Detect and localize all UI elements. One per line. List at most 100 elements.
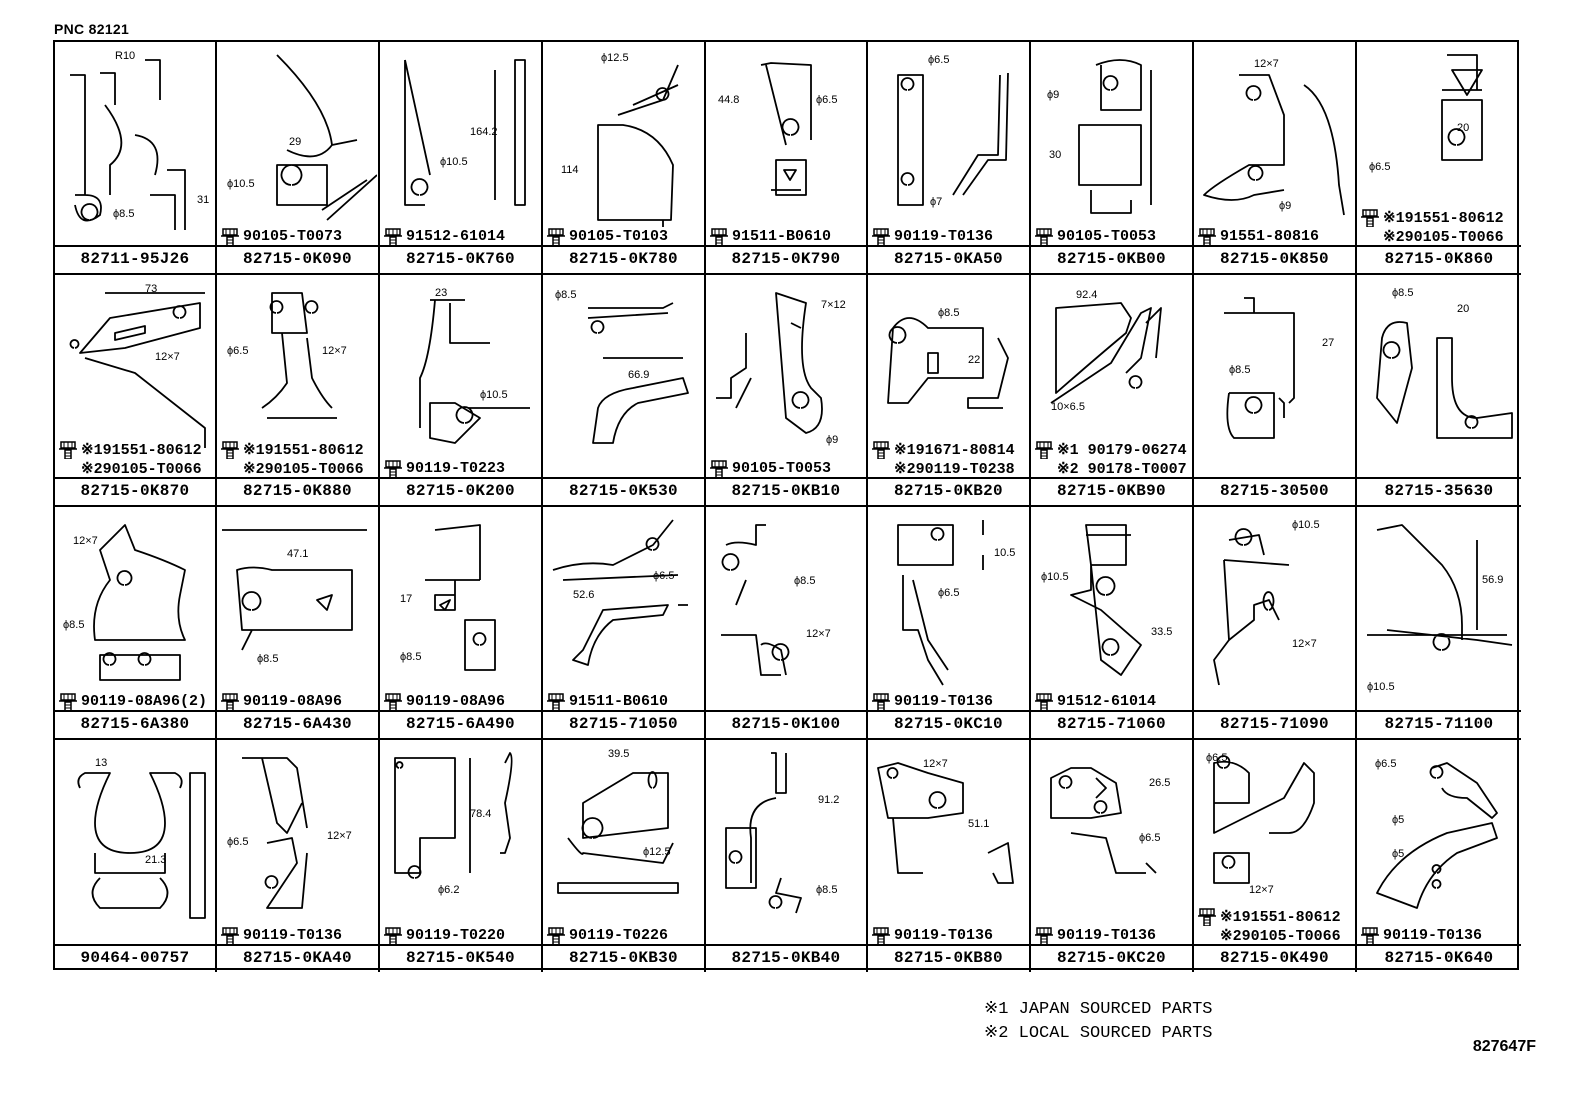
bolt-item[interactable]: 90105-T0073 xyxy=(221,227,378,246)
part-number[interactable]: 82715-71090 xyxy=(1194,710,1355,738)
part-number[interactable]: 82715-0KB20 xyxy=(868,477,1029,505)
bolt-item[interactable]: 90105-T0053 xyxy=(710,459,866,478)
part-number[interactable]: 82715-35630 xyxy=(1357,477,1521,505)
part-number[interactable]: 82715-0K540 xyxy=(380,944,541,972)
bolt-item[interactable]: 90119-T0226 xyxy=(547,926,704,945)
bolt-item[interactable]: 90105-T0103 xyxy=(547,227,704,246)
bolt-item[interactable]: 91511-B0610 xyxy=(547,692,704,711)
part-number[interactable]: 82715-0K200 xyxy=(380,477,541,505)
bolt-item[interactable]: ※290105-T0066 xyxy=(59,459,215,478)
bolt-item[interactable]: ※191671-80814 xyxy=(872,440,1029,459)
bolt-item[interactable]: 90119-T0136 xyxy=(221,926,378,945)
part-number[interactable]: 82715-0K850 xyxy=(1194,245,1355,273)
part-number[interactable]: 82715-0K760 xyxy=(380,245,541,273)
bolt-item[interactable]: 90119-T0136 xyxy=(872,227,1029,246)
bolt-item[interactable]: ※191551-80612 xyxy=(221,440,378,459)
bolt-item[interactable]: 90119-T0136 xyxy=(1035,926,1192,945)
part-number[interactable]: 82715-0K090 xyxy=(217,245,378,273)
part-number[interactable]: 82715-0K790 xyxy=(706,245,866,273)
bolt-item[interactable]: 91512-61014 xyxy=(384,227,541,246)
bolt-item[interactable]: ※1 90179-06274 xyxy=(1035,440,1192,459)
part-number[interactable]: 82715-6A380 xyxy=(55,710,215,738)
part-number[interactable]: 82715-0K530 xyxy=(543,477,704,505)
bolt-item[interactable]: ※290105-T0066 xyxy=(1361,227,1521,246)
part-number[interactable]: 82715-30500 xyxy=(1194,477,1355,505)
part-number[interactable]: 82715-0KB40 xyxy=(706,944,866,972)
bolt-item[interactable]: ※191551-80612 xyxy=(59,440,215,459)
part-number[interactable]: 82715-71050 xyxy=(543,710,704,738)
part-number[interactable]: 82715-0K640 xyxy=(1357,944,1521,972)
bolt-item[interactable]: 90119-08A96 xyxy=(221,692,378,711)
bolt-item[interactable]: 91512-61014 xyxy=(1035,692,1192,711)
bolt-item[interactable]: ※191551-80612 xyxy=(1198,907,1355,926)
part-number[interactable]: 82715-0K880 xyxy=(217,477,378,505)
bolt-item[interactable]: 90119-T0136 xyxy=(872,692,1029,711)
part-number[interactable]: 82715-71100 xyxy=(1357,710,1521,738)
part-number[interactable]: 82715-0KB10 xyxy=(706,477,866,505)
part-number[interactable]: 82715-0K100 xyxy=(706,710,866,738)
part-number[interactable]: 82715-0K860 xyxy=(1357,245,1521,273)
part-number[interactable]: 82715-0KB00 xyxy=(1031,245,1192,273)
part-number[interactable]: 82715-6A430 xyxy=(217,710,378,738)
bolt-item[interactable]: 91551-80816 xyxy=(1198,227,1355,246)
bolt-item[interactable]: 90119-T0223 xyxy=(384,459,541,478)
part-number[interactable]: 82715-0KC20 xyxy=(1031,944,1192,972)
bolt-item[interactable]: ※290119-T0238 xyxy=(872,459,1029,478)
bolt-item[interactable]: ※290105-T0066 xyxy=(1198,926,1355,945)
part-number[interactable]: 82715-0KA40 xyxy=(217,944,378,972)
bolt-item[interactable]: 90119-08A96(2) xyxy=(59,692,215,711)
part-number[interactable]: 82715-0KB80 xyxy=(868,944,1029,972)
bolt-item[interactable]: ※290105-T0066 xyxy=(221,459,378,478)
bolt-item[interactable]: 90119-T0136 xyxy=(1361,926,1521,945)
bolt-item[interactable]: ※2 90178-T0007 xyxy=(1035,459,1192,478)
part-number[interactable]: 82715-0K870 xyxy=(55,477,215,505)
bolt-item[interactable]: 90119-T0136 xyxy=(872,926,1029,945)
bolt-item[interactable]: 90119-08A96 xyxy=(384,692,541,711)
bolt-item[interactable]: 91511-B0610 xyxy=(710,227,866,246)
part-number[interactable]: 82715-0KA50 xyxy=(868,245,1029,273)
bolt-item[interactable]: 90119-T0220 xyxy=(384,926,541,945)
part-number[interactable]: 82711-95J26 xyxy=(55,245,215,273)
part-number[interactable]: 82715-0KB30 xyxy=(543,944,704,972)
part-number[interactable]: 82715-0K780 xyxy=(543,245,704,273)
part-number[interactable]: 82715-0KC10 xyxy=(868,710,1029,738)
part-number[interactable]: 90464-00757 xyxy=(55,944,215,972)
part-number[interactable]: 82715-0KB90 xyxy=(1031,477,1192,505)
bolt-item[interactable]: 90105-T0053 xyxy=(1035,227,1192,246)
part-number[interactable]: 82715-71060 xyxy=(1031,710,1192,738)
